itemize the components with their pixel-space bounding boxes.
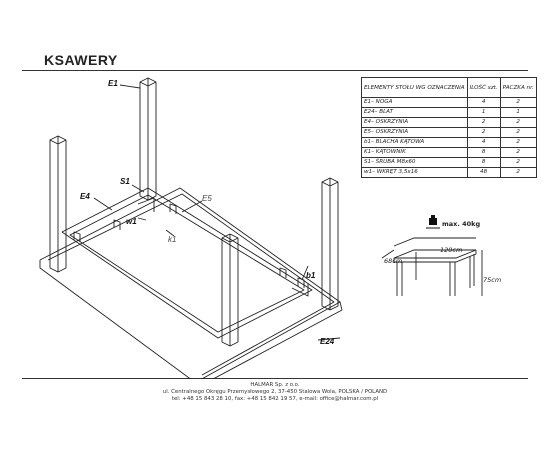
table-row: E1– NOGA 4 2: [361, 97, 537, 108]
tabletop-outline: [39, 187, 341, 379]
leg-right-back: [321, 177, 339, 311]
product-title: KSAWERY: [44, 52, 118, 68]
leg-front-right: [221, 233, 239, 347]
table-row: E4– OSKRZYNIA 2 2: [361, 117, 537, 128]
corner-plate-b1: [291, 284, 309, 297]
leader-e5: [181, 200, 203, 213]
table-row: b1– BLACHA KĄTOWA 4 2: [361, 137, 537, 148]
bracket-k1-d: [279, 267, 287, 278]
bracket-k1-b: [113, 219, 121, 230]
table-row: K1– KĄTOWNIK 8 2: [361, 147, 537, 158]
leg-back-e1: [139, 77, 157, 201]
footer-address: ul. Centralnego Okręgu Przemysłowego 2, …: [162, 389, 388, 395]
dimension-table-drawing: [381, 237, 483, 296]
depth-dimension: 68cm: [384, 257, 402, 265]
height-dimension: 75cm: [483, 276, 501, 284]
width-dimension: 120cm: [440, 246, 462, 254]
apron-frame-outer: [61, 187, 313, 339]
leader-s1: [131, 184, 145, 193]
table-row: E24– BLAT 1 1: [361, 107, 537, 118]
max-load-label: max. 40kg: [442, 220, 480, 228]
label-b1: b1: [306, 271, 316, 280]
leg-front-left: [49, 135, 67, 273]
bracket-k1-c: [169, 203, 177, 214]
label-w1: w1: [126, 217, 137, 226]
label-e24: E24: [320, 337, 335, 346]
bracket-k1-e: [297, 277, 305, 288]
label-s1: S1: [120, 177, 130, 186]
leader-b1: [301, 265, 309, 281]
corner-plate-top: [137, 197, 155, 212]
content-frame: [22, 70, 528, 379]
tabletop-thickness: [39, 260, 343, 379]
leader-e1: [119, 84, 141, 89]
label-e4: E4: [80, 192, 90, 201]
header-qty: ILOŚĆ szt.: [466, 77, 501, 98]
parts-table: ELEMENTY STOŁU WG OZNACZENIA ILOŚĆ szt. …: [361, 77, 537, 178]
header-elements: ELEMENTY STOŁU WG OZNACZENIA: [361, 77, 468, 98]
leader-e4: [93, 197, 113, 211]
leader-w1: [137, 217, 147, 221]
label-e5: E5: [202, 194, 212, 203]
assembly-diagram: E1 S1 E4 E5 w1 k1 b1 E24 max. 40kg 120cm…: [39, 77, 501, 379]
header-package: PACZKA nr.: [499, 77, 537, 98]
weight-icon: [426, 215, 440, 229]
label-k1: k1: [168, 235, 176, 244]
leader-e24: [317, 337, 341, 341]
footer-company: HALMAR Sp. z o.o.: [250, 382, 300, 388]
tabletop-inner-edge: [47, 193, 335, 376]
bracket-k1-a: [73, 231, 81, 242]
table-row: S1– ŚRUBA M8x60 8 2: [361, 157, 537, 168]
label-e1: E1: [108, 79, 118, 88]
table-row: E5– OSKRZYNIA 2 2: [361, 127, 537, 138]
footer-contact: tel: +48 15 843 28 10, fax: +48 15 842 1…: [171, 396, 379, 402]
table-row: w1– WKRĘT 3,5x16 48 2: [361, 167, 537, 178]
leader-k1: [165, 229, 175, 237]
apron-frame-inner: [69, 194, 305, 333]
